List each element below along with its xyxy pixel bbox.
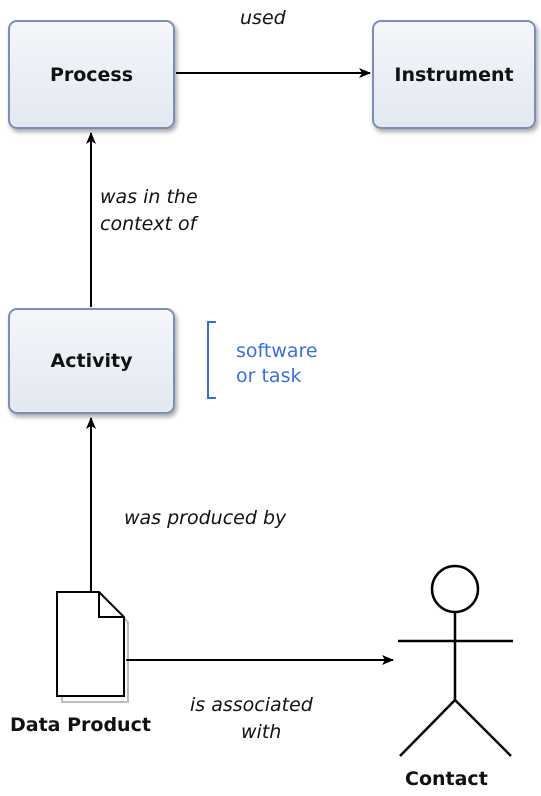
person-icon <box>398 564 513 757</box>
edge-label-used: used <box>240 7 286 29</box>
activity-node: Activity <box>8 308 175 414</box>
edge-label-context-line1: was in the <box>100 186 198 208</box>
annotation-bracket <box>207 321 216 399</box>
activity-label: Activity <box>50 350 133 372</box>
contact-label: Contact <box>405 768 488 790</box>
process-label: Process <box>49 63 134 86</box>
document-icon <box>56 591 129 703</box>
edge-label-associated-line1: is associated <box>190 694 313 716</box>
data-product-label: Data Product <box>10 714 151 736</box>
instrument-node: Instrument <box>372 20 536 129</box>
annotation-line1: software <box>236 340 318 362</box>
annotation-line2: or task <box>236 365 302 387</box>
edge-label-produced-by: was produced by <box>124 507 287 529</box>
instrument-label: Instrument <box>394 63 514 86</box>
edge-label-context-line2: context of <box>100 213 197 235</box>
process-node: Process <box>8 20 175 129</box>
edge-label-associated-line2: with <box>241 721 282 743</box>
